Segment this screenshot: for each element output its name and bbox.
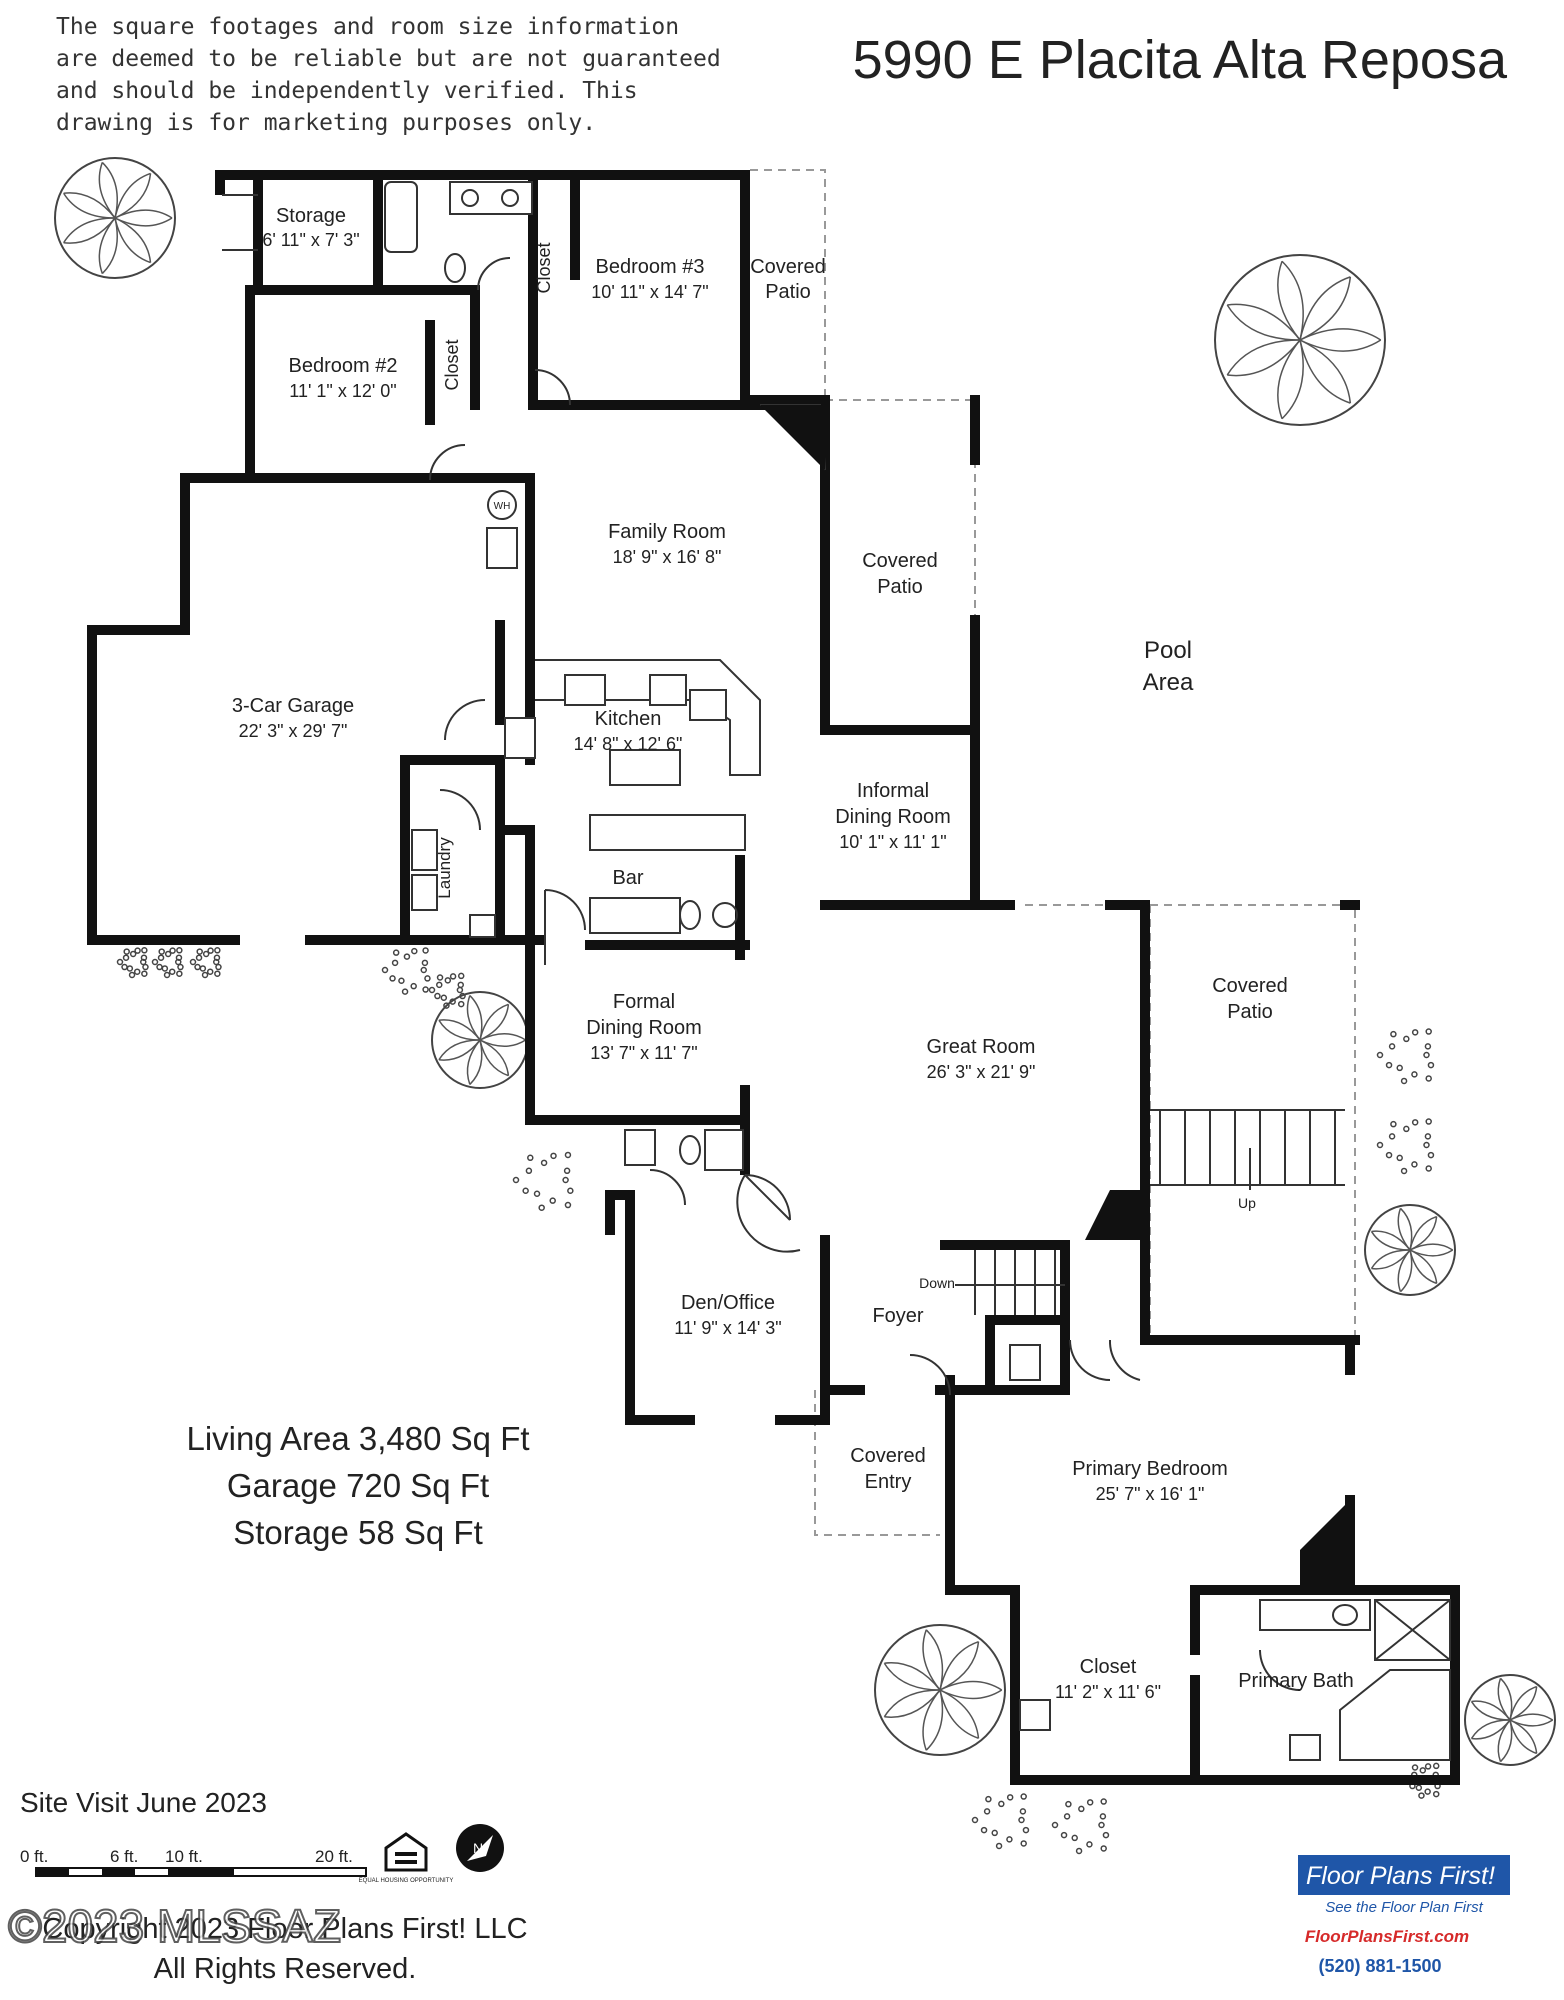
shrub-icon (512, 1151, 574, 1211)
disclaimer-line: and should be independently verified. Th… (56, 78, 638, 104)
room-formal-dining-size: 13' 7" x 11' 7" (590, 1043, 697, 1063)
pool-area-line1: Pool (1144, 637, 1192, 664)
room-bedroom2-name: Bedroom #2 (289, 355, 398, 377)
scale-label-6: 6 ft. (110, 1847, 138, 1866)
shrub-icon (116, 947, 149, 979)
room-den-size: 11' 9" x 14' 3" (674, 1318, 781, 1338)
logo-brand: Floor Plans First! (1306, 1862, 1495, 1890)
covered-patio-top-line2: Patio (765, 281, 811, 303)
room-formal-dining-line2: Dining Room (586, 1017, 702, 1039)
tree-icon (1214, 254, 1386, 426)
room-labels: Storage 6' 11" x 7' 3" Closet Bedroom #3… (232, 205, 1354, 1702)
shrub-icon (1051, 1798, 1110, 1855)
mls-watermark: ©2023 MLSSAZ (8, 1900, 341, 1952)
copyright-line1: Copyright 2023 Floor Plans First! LLC (42, 1913, 527, 1945)
outdoor-outlines (750, 169, 1356, 1536)
room-formal-dining-line1: Formal (613, 991, 675, 1013)
disclaimer-line: The square footages and room size inform… (56, 14, 679, 40)
shrub-icon (971, 1793, 1030, 1850)
room-storage-name: Storage (276, 205, 346, 227)
covered-patio-top-line1: Covered (750, 256, 826, 278)
scale-label-20: 20 ft. (315, 1847, 353, 1866)
room-den-name: Den/Office (681, 1292, 775, 1314)
logo-tagline: See the Floor Plan First (1325, 1899, 1483, 1916)
copyright-line2: All Rights Reserved. (154, 1953, 417, 1985)
shrub-icon (189, 947, 222, 979)
room-primary-bedroom-size: 25' 7" x 16' 1" (1096, 1484, 1205, 1504)
pool-area-line2: Area (1143, 669, 1194, 696)
area-summary: Living Area 3,480 Sq Ft Garage 720 Sq Ft… (186, 1420, 529, 1551)
room-informal-dining-line1: Informal (857, 780, 929, 802)
covered-patio-mid-line1: Covered (862, 550, 938, 572)
disclaimer: The square footages and room size inform… (56, 14, 721, 136)
room-garage-name: 3-Car Garage (232, 695, 354, 717)
tree-icon (1364, 1204, 1456, 1296)
logo-website: FloorPlansFirst.com (1305, 1927, 1469, 1946)
covered-patio-right-line2: Patio (1227, 1001, 1273, 1023)
room-primary-bath: Primary Bath (1238, 1670, 1354, 1692)
logo-phone: (520) 881-1500 (1318, 1956, 1441, 1976)
room-bedroom2-size: 11' 1" x 12' 0" (289, 381, 396, 401)
room-kitchen-name: Kitchen (595, 708, 662, 730)
room-kitchen-size: 14' 8" x 12' 6" (574, 734, 683, 754)
room-primary-closet-size: 11' 2" x 11' 6" (1055, 1682, 1161, 1702)
shrub-icon (428, 972, 466, 1009)
shrub-icon (1376, 1118, 1435, 1175)
tree-icon (54, 157, 176, 279)
room-primary-closet-name: Closet (1080, 1656, 1137, 1678)
site-visit-date: Site Visit June 2023 (20, 1787, 267, 1818)
room-bedroom3-size: 10' 11" x 14' 7" (591, 282, 708, 302)
address-title: 5990 E Placita Alta Reposa (853, 30, 1508, 90)
compass-icon: N (456, 1824, 504, 1872)
area-storage: Storage 58 Sq Ft (233, 1514, 482, 1551)
tree-icon (874, 1624, 1006, 1756)
room-informal-dining-size: 10' 1" x 11' 1" (839, 832, 946, 852)
scale-label-10: 10 ft. (165, 1847, 203, 1866)
floor-plans-first-logo: Floor Plans First! See the Floor Plan Fi… (1298, 1855, 1510, 1976)
stairs-down-label: Down (919, 1275, 955, 1291)
compass-north-label: N (473, 1840, 483, 1856)
room-storage-size: 6' 11" x 7' 3" (262, 230, 359, 250)
equal-housing-icon: EQUAL HOUSING OPPORTUNITY (359, 1832, 454, 1884)
scale-bar: 0 ft. 6 ft. 10 ft. 20 ft. (20, 1847, 367, 1877)
covered-patio-mid-line2: Patio (877, 576, 923, 598)
tree-icon (1464, 1674, 1556, 1766)
stairs-up-label: Up (1238, 1195, 1256, 1211)
room-primary-bedroom-name: Primary Bedroom (1072, 1458, 1228, 1480)
room-bar: Bar (612, 867, 643, 889)
disclaimer-line: are deemed to be reliable but are not gu… (56, 46, 721, 72)
equal-housing-label: EQUAL HOUSING OPPORTUNITY (359, 1878, 454, 1884)
tree-icon (431, 991, 529, 1089)
room-garage-size: 22' 3" x 29' 7" (239, 721, 348, 741)
room-family-name: Family Room (608, 521, 726, 543)
room-informal-dining-line2: Dining Room (835, 806, 951, 828)
fixtures (222, 181, 1451, 1761)
room-family-size: 18' 9" x 16' 8" (613, 547, 722, 567)
shrub-icon (1376, 1028, 1435, 1085)
covered-entry-line1: Covered (850, 1445, 926, 1467)
shrub-icon (381, 947, 431, 995)
room-great-size: 26' 3" x 21' 9" (927, 1062, 1036, 1082)
covered-patio-right-line1: Covered (1212, 975, 1288, 997)
room-closet-b2: Closet (442, 339, 462, 390)
area-garage: Garage 720 Sq Ft (227, 1467, 489, 1504)
room-bedroom3-name: Bedroom #3 (596, 256, 705, 278)
logo-badge (1298, 1855, 1510, 1895)
room-foyer: Foyer (872, 1305, 923, 1327)
room-closet-b3: Closet (534, 242, 554, 293)
room-great-name: Great Room (927, 1036, 1036, 1058)
disclaimer-line: drawing is for marketing purposes only. (56, 110, 596, 136)
scale-label-0: 0 ft. (20, 1847, 48, 1866)
area-living: Living Area 3,480 Sq Ft (186, 1420, 529, 1457)
covered-entry-line2: Entry (865, 1471, 912, 1493)
room-laundry: Laundry (435, 837, 454, 899)
walls (87, 170, 1460, 1785)
water-heater-label: WH (494, 501, 511, 512)
shrub-icon (151, 947, 184, 979)
